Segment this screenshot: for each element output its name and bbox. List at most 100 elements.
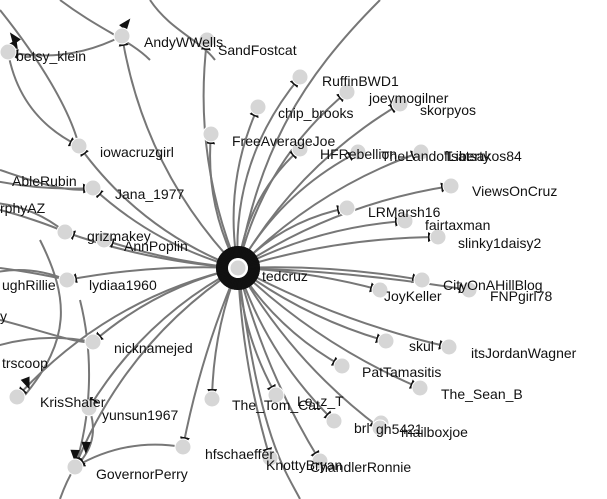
node-label: HFRebellion [320, 146, 397, 162]
graph-node[interactable] [440, 338, 458, 356]
graph-edge [78, 145, 239, 269]
node-label: betsy_klein [16, 48, 86, 64]
graph-edge [237, 232, 439, 269]
graph-node[interactable] [412, 143, 430, 161]
node-label: hfschaeffer [205, 446, 274, 462]
graph-edge [236, 76, 301, 269]
graph-edge [74, 299, 91, 468]
node-label: TheLandofLiberty [381, 148, 490, 164]
node-label: rphyAZ [0, 200, 46, 216]
edge-arrowhead [119, 18, 131, 31]
graph-node[interactable] [66, 458, 84, 476]
node-label: slinky1daisy2 [458, 235, 541, 251]
node-label: lydiaa1960 [89, 277, 157, 293]
graph-edge [59, 0, 151, 61]
node-layer [0, 27, 478, 476]
node-label: nicknamejed [114, 340, 193, 356]
graph-node[interactable] [0, 43, 17, 61]
graph-node[interactable] [325, 412, 343, 430]
graph-node[interactable] [249, 98, 267, 116]
node-label: GovernorPerry [96, 466, 188, 482]
graph-node[interactable] [442, 177, 460, 195]
node-label: trscoop [2, 355, 48, 371]
graph-node[interactable] [411, 379, 429, 397]
graph-node[interactable] [413, 271, 431, 289]
node-label: yunsun1967 [102, 407, 179, 423]
graph-edge [149, 0, 216, 61]
graph-node[interactable] [95, 231, 113, 249]
graph-edge [237, 91, 348, 269]
edge-arrowhead [70, 449, 80, 462]
graph-edge [237, 182, 452, 269]
node-label: Le_z_T [297, 393, 344, 409]
graph-edge [237, 267, 421, 389]
graph-node[interactable] [261, 449, 279, 467]
node-label: y [0, 308, 7, 324]
graph-node[interactable] [80, 399, 98, 417]
graph-edge [24, 239, 62, 396]
graph-node[interactable] [202, 125, 220, 143]
node-label: FreeAverageJoe [232, 133, 335, 149]
graph-node[interactable] [198, 31, 216, 49]
graph-node[interactable] [429, 228, 447, 246]
graph-node[interactable] [84, 179, 102, 197]
graph-edge [237, 266, 423, 284]
graph-node[interactable] [391, 95, 409, 113]
graph-node[interactable] [84, 333, 102, 351]
graph-edge [237, 267, 470, 294]
graph-node[interactable] [70, 137, 88, 155]
node-label: JoyKeller [384, 288, 442, 304]
graph-node[interactable] [58, 271, 76, 289]
graph-edge [200, 39, 239, 269]
hub-arrowhead [247, 264, 261, 269]
graph-edge [237, 267, 321, 462]
node-label: FNPgirl78 [490, 288, 552, 304]
graph-edge [237, 267, 381, 429]
graph-node[interactable] [338, 83, 356, 101]
graph-node[interactable] [56, 223, 74, 241]
node-label: KrisShafer [40, 394, 106, 410]
graph-edge [16, 267, 239, 398]
hub-node[interactable] [229, 259, 247, 277]
graph-node[interactable] [371, 281, 389, 299]
graph-edge [74, 267, 239, 468]
node-label: grizmakey [87, 228, 151, 244]
graph-node[interactable] [338, 199, 356, 217]
node-label: LRMarsh16 [368, 204, 441, 220]
graph-node[interactable] [291, 140, 309, 158]
graph-edge [0, 336, 94, 347]
graph-edge [0, 202, 66, 233]
graph-edge [7, 51, 80, 147]
graph-node[interactable] [333, 357, 351, 375]
graph-edge [237, 267, 272, 459]
node-label: AbleRubin [12, 173, 77, 189]
node-label: RuffinBWD1 [322, 73, 399, 89]
node-label: chip_brooks [278, 105, 354, 121]
node-label: fairtaxman [425, 217, 490, 233]
node-label: brl [354, 420, 370, 436]
graph-node[interactable] [377, 332, 395, 350]
node-label: Tsatsakos84 [444, 148, 522, 164]
node-label: CityOnAHillBlog [443, 277, 543, 293]
graph-node[interactable] [267, 386, 285, 404]
node-label: The_Sean_B [441, 386, 523, 402]
node-label: AndyWWells [144, 34, 223, 50]
graph-edge [7, 35, 123, 59]
graph-node[interactable] [203, 390, 221, 408]
graph-edge [0, 269, 68, 281]
graph-edge [0, 180, 94, 194]
graph-node[interactable] [460, 281, 478, 299]
graph-node[interactable] [396, 212, 414, 230]
graph-node[interactable] [371, 419, 389, 437]
node-label: iowacruzgirl [100, 144, 174, 160]
node-label: skul [409, 338, 434, 354]
node-label: KnottyBryan [266, 457, 342, 473]
graph-node[interactable] [8, 388, 26, 406]
graph-node[interactable] [174, 438, 192, 456]
graph-node[interactable] [113, 27, 131, 45]
edge-layer [0, 0, 470, 499]
graph-node[interactable] [311, 452, 329, 470]
graph-node[interactable] [291, 68, 309, 86]
graph-node[interactable] [349, 143, 367, 161]
node-label: tedcruz [262, 268, 308, 284]
